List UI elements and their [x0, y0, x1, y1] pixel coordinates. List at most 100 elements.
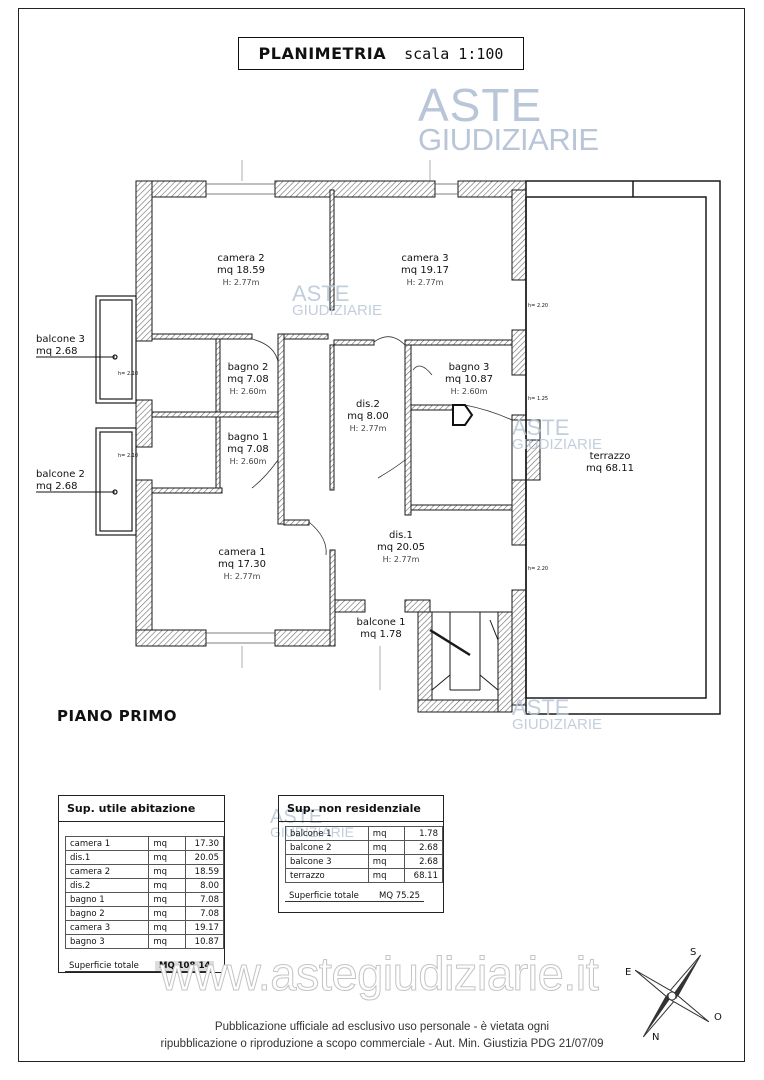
table-non-res-row-cell: balcone 2 [285, 840, 369, 855]
room-bagno2-name: bagno 2 [227, 362, 269, 373]
footer-line1: Pubblicazione ufficiale ad esclusivo uso… [214, 1021, 550, 1033]
table-non-res-title: Sup. non residenziale [279, 796, 443, 822]
table-utile-row-cell: 8.00 [184, 878, 225, 893]
footer-line2: ripubblicazione o riproduzione a scopo c… [160, 1038, 604, 1050]
table-utile-row-cell: 19.17 [184, 920, 225, 935]
room-balcone2-name: balcone 2 [36, 469, 85, 480]
room-bagno3-area: mq 10.87 [445, 374, 493, 385]
room-camera2-name: camera 2 [217, 253, 265, 264]
room-dis2-area: mq 8.00 [347, 411, 389, 422]
table-utile-title: Sup. utile abitazione [59, 796, 224, 822]
room-dis1: dis.1 mq 20.05 H: 2.77m [366, 530, 436, 566]
table-utile-total: Superficie totale MQ 108.14 [65, 961, 215, 972]
room-camera1-height: H: 2.77m [223, 572, 261, 581]
table-utile-row-cell: bagno 1 [64, 892, 150, 907]
room-bagno1-name: bagno 1 [227, 432, 269, 443]
bagno3-vent [452, 404, 474, 426]
table-non-res-row-cell: terrazzo [285, 868, 369, 883]
room-dis2: dis.2 mq 8.00 H: 2.77m [338, 399, 398, 435]
table-non-res-total-label: Superficie totale [289, 891, 359, 901]
room-bagno3-height: H: 2.60m [450, 387, 488, 396]
table-utile-row-cell: dis.2 [64, 878, 150, 893]
table-utile-row-cell: dis.1 [64, 850, 150, 865]
table-non-res-row-cell: mq [367, 868, 405, 883]
table-non-res-total-value: MQ 75.25 [379, 891, 421, 901]
doors [251, 336, 513, 556]
table-utile-row-cell: 18.59 [184, 864, 225, 879]
room-bagno1-height: H: 2.60m [229, 457, 267, 466]
dim-mark-h220b: h= 2.20 [528, 566, 549, 572]
table-utile-total-value: MQ 108.14 [155, 961, 215, 971]
room-camera1-name: camera 1 [218, 547, 266, 558]
room-bagno1-area: mq 7.08 [227, 444, 269, 455]
room-bagno2: bagno 2 mq 7.08 H: 2.60m [220, 362, 276, 398]
table-utile-row-cell: bagno 2 [64, 906, 150, 921]
table-utile-row-cell: mq [148, 906, 186, 921]
room-balcone1-name: balcone 1 [356, 617, 406, 628]
table-utile-row-cell: mq [148, 850, 186, 865]
title-box: PLANIMETRIA scala 1:100 [238, 37, 524, 70]
room-dis1-name: dis.1 [389, 530, 413, 541]
room-camera2-height: H: 2.77m [222, 278, 260, 287]
balconies [95, 295, 137, 536]
page-title: PLANIMETRIA [258, 44, 387, 63]
leader-lines [36, 356, 115, 493]
table-utile-row-cell: camera 1 [64, 836, 150, 851]
table-non-res-row-cell: mq [367, 826, 405, 841]
compass-n: N [652, 1032, 660, 1043]
table-utile-row-cell: mq [148, 892, 186, 907]
compass-s: S [690, 947, 697, 958]
room-dis1-area: mq 20.05 [377, 542, 425, 553]
room-balcone1-area: mq 1.78 [360, 629, 402, 640]
table-non-res-row-cell: 2.68 [403, 840, 444, 855]
room-bagno2-height: H: 2.60m [229, 387, 267, 396]
room-balcone3: balcone 3 mq 2.68 [36, 334, 85, 358]
room-terrazzo: terrazzo mq 68.11 [580, 451, 640, 475]
watermark-url: www.astegiudiziarie.it [159, 947, 599, 1001]
room-bagno2-area: mq 7.08 [227, 374, 269, 385]
dim-mark-h125: h= 1.25 [528, 396, 549, 402]
staircase [429, 611, 499, 691]
table-utile-row-cell: 10.87 [184, 934, 225, 949]
room-balcone2-area: mq 2.68 [36, 481, 78, 492]
table-non-res-total: Superficie totale MQ 75.25 [285, 891, 425, 902]
table-utile-row-cell: bagno 3 [64, 934, 150, 949]
room-camera3-height: H: 2.77m [406, 278, 444, 287]
dim-mark-h220a: h= 2.20 [528, 303, 549, 309]
table-utile-row-cell: mq [148, 878, 186, 893]
room-camera3-area: mq 19.17 [401, 265, 449, 276]
dim-mark-h210a: h= 2.10 [118, 371, 139, 377]
room-balcone3-area: mq 2.68 [36, 346, 78, 357]
room-dis2-name: dis.2 [356, 399, 380, 410]
compass-rose [634, 954, 710, 1038]
table-utile-row-cell: camera 2 [64, 864, 150, 879]
table-non-res-row-cell: balcone 3 [285, 854, 369, 869]
room-balcone3-name: balcone 3 [36, 334, 85, 345]
room-camera1: camera 1 mq 17.30 H: 2.77m [207, 547, 277, 583]
room-terrazzo-name: terrazzo [589, 451, 631, 462]
table-utile-row-cell: mq [148, 864, 186, 879]
room-balcone2: balcone 2 mq 2.68 [36, 469, 85, 493]
table-utile-row-cell: 7.08 [184, 906, 225, 921]
windows [206, 183, 458, 644]
table-utile-total-label: Superficie totale [69, 961, 139, 971]
room-bagno3: bagno 3 mq 10.87 H: 2.60m [440, 362, 498, 398]
dim-mark-h210b: h= 2.10 [118, 453, 139, 459]
room-terrazzo-area: mq 68.11 [586, 463, 634, 474]
page-frame [18, 8, 745, 1062]
floor-label: PIANO PRIMO [57, 707, 178, 725]
room-camera2-area: mq 18.59 [217, 265, 265, 276]
